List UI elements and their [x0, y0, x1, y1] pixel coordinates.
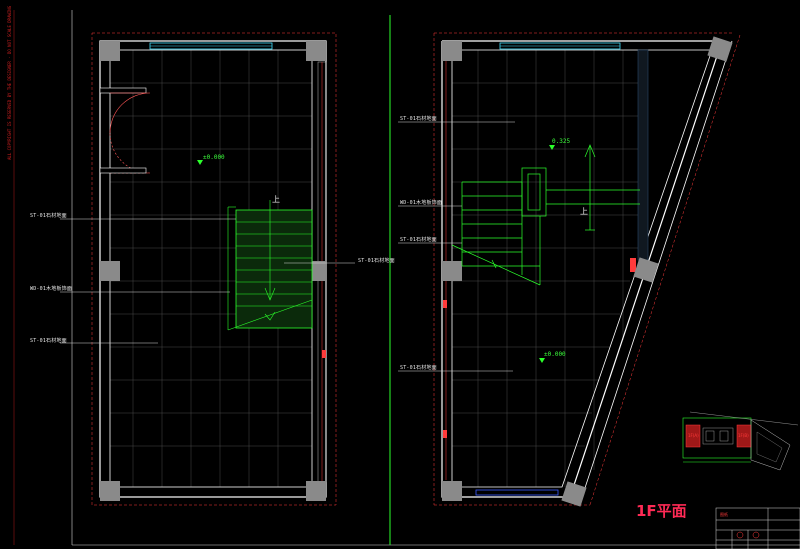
left-column-bl	[100, 481, 120, 501]
left-label-st01-right: ST-01石材地面	[358, 258, 395, 264]
right-elevation-lower-label: ±0.000	[544, 351, 566, 358]
left-red-dashed-boundary	[91, 32, 337, 506]
key-plan-label-a: 1F(A)	[688, 433, 699, 438]
right-elevation-marker-upper	[549, 145, 555, 150]
right-bottom-glazing	[475, 489, 559, 496]
right-floor-grid	[452, 50, 640, 487]
right-elevation-marker-lower	[539, 358, 545, 363]
left-entrance-door	[99, 87, 151, 174]
left-staircase	[227, 200, 313, 331]
right-column-br	[561, 481, 587, 507]
left-leader-lines	[60, 218, 355, 344]
right-column-tl	[442, 41, 462, 61]
title-block-label: 图纸	[720, 512, 728, 517]
left-elevation-label: ±0.000	[203, 154, 225, 161]
key-plan	[682, 411, 799, 471]
right-stair-up-label: 上	[580, 207, 588, 216]
left-column-ml	[100, 261, 120, 281]
drawing-title: 1F平面	[636, 502, 687, 520]
title-block	[715, 507, 800, 549]
right-column-ml	[442, 261, 462, 281]
right-label-st01-bottom: ST-01石材地面	[400, 365, 437, 371]
left-floor-plan	[60, 32, 355, 506]
left-column-tr	[306, 41, 326, 61]
right-column-tr	[707, 36, 733, 62]
left-label-st01-top: ST-01石材地面	[30, 213, 67, 219]
left-column-tl	[100, 41, 120, 61]
right-label-wd01: WD-01木地板饰面	[400, 200, 443, 206]
right-leader-lines	[398, 121, 515, 372]
right-side-wall-hatch	[637, 49, 649, 261]
right-column-bl	[442, 481, 462, 501]
copyright-side-note: ALL COPYRIGHT IS RESERVED BY THE DESIGNE…	[7, 5, 12, 160]
left-label-wd01: WD-01木地板饰面	[30, 286, 73, 292]
key-plan-label-b: 1F(B)	[738, 433, 749, 438]
left-elevation-marker	[197, 160, 203, 165]
left-stair-up-label: 上	[272, 195, 280, 204]
right-floor-plan	[398, 32, 741, 507]
left-column-br	[306, 481, 326, 501]
left-label-st01-bottom: ST-01石材地面	[30, 338, 67, 344]
right-diagonal-facade	[581, 40, 733, 498]
right-column-mr	[633, 257, 659, 283]
right-label-st01-top: ST-01石材地面	[400, 116, 437, 122]
right-staircase	[451, 144, 640, 286]
right-inner-wall	[451, 49, 713, 488]
right-elevation-upper-label: 0.325	[552, 138, 571, 145]
right-label-st01-mid: ST-01石材地面	[400, 237, 437, 243]
